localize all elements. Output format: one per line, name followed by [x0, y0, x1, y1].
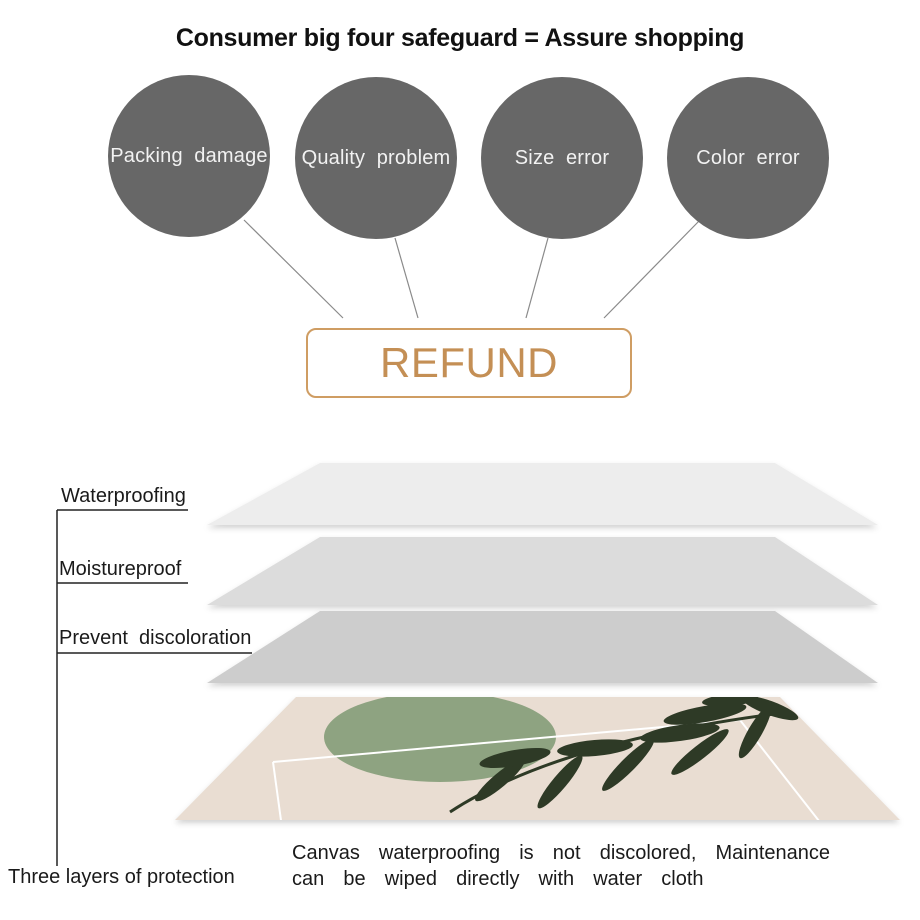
circle-size-error: Size error — [481, 77, 643, 239]
connector-line-3 — [525, 237, 549, 319]
caption-line-1: Canvas waterproofing is not discolored, … — [292, 842, 831, 864]
refund-label: REFUND — [380, 339, 558, 386]
sage-circle — [324, 697, 556, 782]
label-prevent-discoloration: Prevent discoloration — [59, 627, 252, 649]
circle-label: Color error — [696, 146, 800, 169]
layer-prevent-discoloration — [207, 611, 878, 683]
canvas-artwork — [175, 697, 900, 820]
three-layers-label: Three layers of protection — [8, 866, 235, 888]
label-moistureproof: Moistureproof — [59, 558, 182, 580]
refund-box: REFUND — [306, 328, 632, 398]
layer-waterproofing — [207, 463, 878, 525]
circle-quality-problem: Quality problem — [295, 77, 457, 239]
circle-label: Size error — [514, 146, 610, 169]
leaf-branch — [449, 697, 799, 814]
connector-line-2 — [394, 237, 419, 319]
layer-moistureproof — [207, 537, 878, 605]
label-waterproofing: Waterproofing — [61, 485, 186, 507]
caption: Canvas waterproofing is not discolored, … — [292, 840, 830, 892]
caption-line-2: can be wiped directly with water cloth — [292, 868, 704, 890]
circle-label: Packing damage — [110, 144, 268, 167]
connector-line-4 — [603, 219, 701, 319]
circle-label: Quality problem — [301, 146, 451, 169]
page-title: Consumer big four safeguard = Assure sho… — [175, 24, 745, 52]
label-bracket — [56, 509, 252, 866]
circle-packing-damage: Packing damage — [108, 75, 270, 237]
circle-color-error: Color error — [667, 77, 829, 239]
connector-line-1 — [243, 219, 344, 319]
